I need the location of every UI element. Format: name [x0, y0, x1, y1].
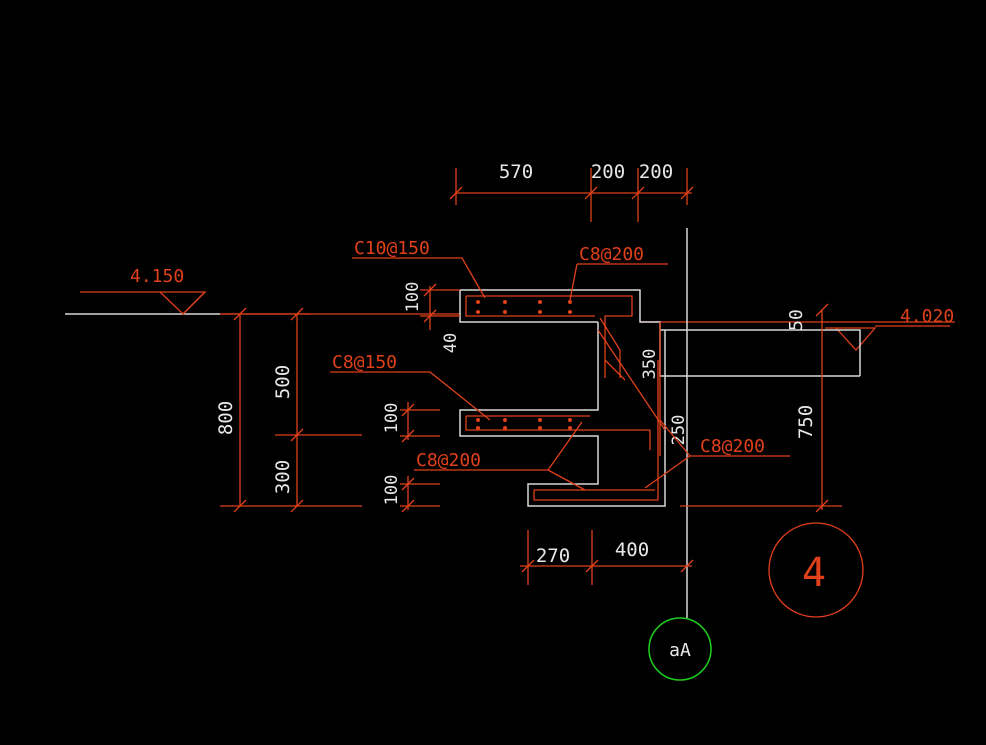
rebar-dot — [538, 310, 542, 314]
rebar-dot — [568, 418, 572, 422]
rebar-diagonal-2 — [599, 317, 621, 378]
dim-bottom-270: 270 — [536, 545, 570, 567]
rebar-label-top-right: C8@200 — [579, 244, 644, 265]
left-dimension — [220, 307, 362, 513]
rebar-dot — [538, 426, 542, 430]
rebar-dot — [476, 418, 480, 422]
section-circle — [768, 522, 864, 618]
rebar-label-mid: C8@200 — [416, 450, 481, 471]
dim-left-500: 500 — [272, 365, 294, 399]
mid-dimension — [400, 283, 460, 513]
dim-top-570: 570 — [499, 161, 533, 183]
dim-left-300: 300 — [272, 460, 294, 494]
section-number: 4 — [802, 550, 826, 596]
elevation-tick-left — [182, 291, 206, 315]
axis-label: aA — [669, 640, 691, 661]
rebar-dot — [538, 418, 542, 422]
top-dimension — [449, 168, 694, 222]
dim-top-200b: 200 — [639, 161, 673, 183]
rebar-dot — [503, 300, 507, 304]
elevation-marker-right — [825, 327, 877, 351]
rebar-leaders — [330, 257, 790, 491]
rebar-dots — [476, 300, 572, 430]
rebar-diagonal-1 — [597, 329, 666, 431]
rebar-label-right: C8@200 — [700, 436, 765, 457]
rebar-dot — [568, 426, 572, 430]
rebar-dot — [503, 418, 507, 422]
rebar-dot — [476, 426, 480, 430]
dim-bottom-400: 400 — [615, 539, 649, 561]
rebar-dot — [503, 310, 507, 314]
dim-right-250: 250 — [669, 415, 689, 446]
axis-bubble — [648, 617, 712, 681]
rebar-dot — [538, 300, 542, 304]
rebar-dot — [568, 310, 572, 314]
rebar-label-mid-left: C8@150 — [332, 352, 397, 373]
dim-mid-100c: 100 — [382, 475, 402, 506]
dim-right-50: 50 — [786, 309, 807, 331]
rebar-mid — [465, 415, 651, 450]
right-dimension — [659, 303, 842, 513]
rebar-dot — [476, 300, 480, 304]
dim-left-800: 800 — [215, 401, 237, 435]
rebar-top — [465, 295, 633, 378]
rebar-dot — [568, 300, 572, 304]
rebar-bottom — [533, 360, 659, 501]
elevation-left-label: 4.150 — [130, 266, 184, 287]
dim-mid-100b: 100 — [382, 403, 402, 434]
dim-top-200a: 200 — [591, 161, 625, 183]
dim-mid-100a: 100 — [403, 282, 423, 313]
dim-mid-40: 40 — [441, 333, 461, 353]
elevation-right-label: 4.020 — [900, 306, 954, 327]
concrete-outline — [459, 289, 861, 507]
dim-right-350: 350 — [640, 349, 660, 380]
bottom-dimension — [520, 530, 694, 585]
rebar-dot — [503, 426, 507, 430]
rebar-label-top: C10@150 — [354, 238, 430, 259]
dim-right-750: 750 — [795, 405, 817, 439]
rebar-dot — [476, 310, 480, 314]
